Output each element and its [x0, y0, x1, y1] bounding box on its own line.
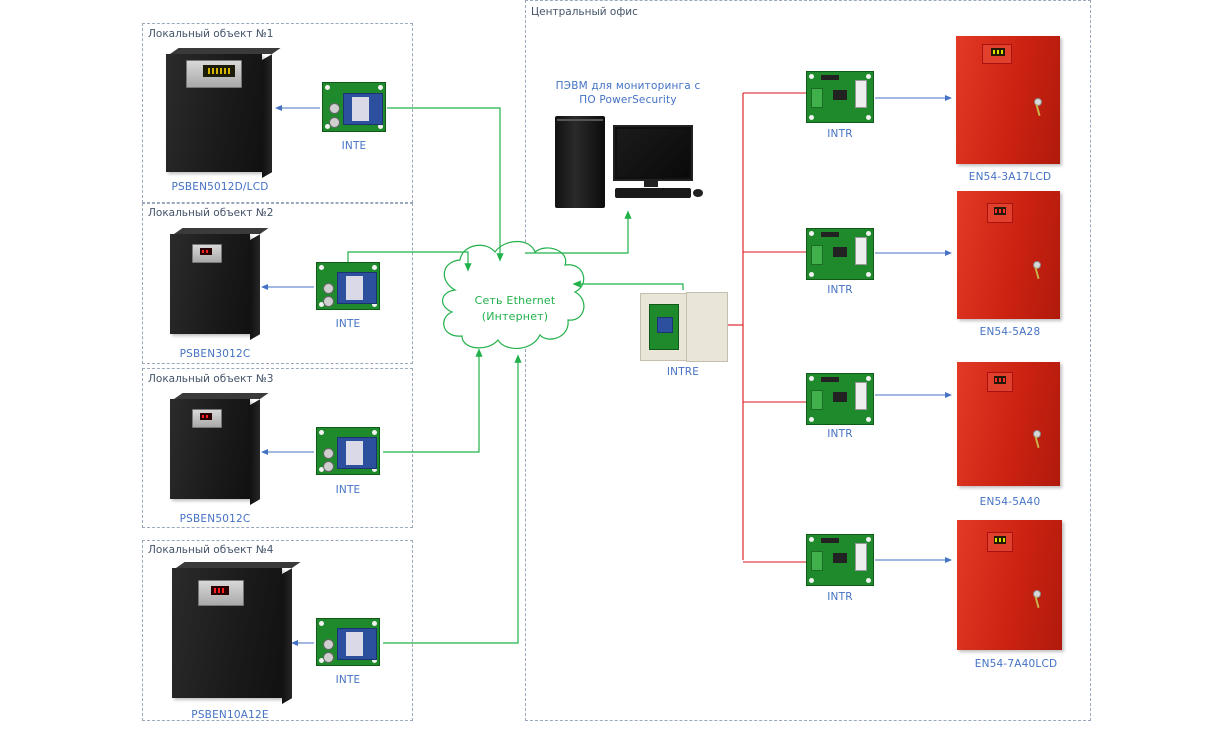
pc-keyboard: [615, 188, 691, 198]
psu-label-object-2: PSBEN3012C: [179, 348, 251, 360]
psu-label-branch-3: EN54-5A40: [979, 496, 1041, 508]
zone-local-object-2: [142, 203, 413, 364]
gateway-label: INTRE: [666, 366, 700, 378]
pc-mouse: [693, 189, 703, 197]
zone-title-local-object-1: Локальный объект №1: [148, 28, 274, 40]
ethernet-line-object-3: [383, 348, 483, 453]
pcb-board-icon[interactable]: [316, 262, 380, 310]
psu-label-object-4: PSBEN10A12E: [191, 709, 269, 721]
black-power-supply-icon[interactable]: [172, 562, 301, 704]
zone-local-object-4: [142, 540, 413, 721]
network-label: Сеть Ethernet (Интернет): [460, 293, 570, 325]
pcb-board-icon[interactable]: [806, 534, 874, 586]
network-label-line1: Сеть Ethernet: [474, 294, 556, 307]
pcb-board-icon[interactable]: [322, 82, 386, 132]
ethernet-line-pc: [525, 210, 632, 254]
pcb-board-icon[interactable]: [806, 228, 874, 280]
psu-label-branch-4: EN54-7A40LCD: [974, 658, 1058, 670]
interface-label-object-2: INTE: [335, 318, 361, 330]
interface-label-object-1: INTE: [341, 140, 367, 152]
intre-lid: [686, 292, 728, 362]
interface-label-object-4: INTE: [335, 674, 361, 686]
red-power-supply-icon[interactable]: [957, 362, 1060, 486]
zone-title-local-object-3: Локальный объект №3: [148, 373, 274, 385]
interface-label-branch-2: INTR: [827, 284, 853, 296]
interface-label-branch-1: INTR: [827, 128, 853, 140]
pcb-board-icon[interactable]: [316, 618, 380, 666]
interface-label-object-3: INTE: [335, 484, 361, 496]
pc-monitor: [613, 125, 693, 181]
pcb-board-icon[interactable]: [806, 373, 874, 425]
interface-label-branch-3: INTR: [827, 428, 853, 440]
ethernet-line-intre: [572, 280, 684, 290]
ethernet-line-object-1: [387, 107, 504, 262]
zone-title-local-object-2: Локальный объект №2: [148, 207, 274, 219]
ethernet-line-object-2: [347, 251, 472, 272]
zone-title-local-object-4: Локальный объект №4: [148, 544, 274, 556]
psu-label-branch-1: EN54-3A17LCD: [968, 171, 1052, 183]
intre-enclosure-icon[interactable]: [640, 293, 687, 361]
pc-label-line2: ПО PowerSecurity: [579, 94, 677, 106]
black-power-supply-icon[interactable]: [170, 393, 269, 505]
zone-local-object-3: [142, 368, 413, 528]
cloud-shape: [442, 240, 585, 349]
psu-label-branch-2: EN54-5A28: [979, 326, 1041, 338]
pc-tower: [555, 116, 605, 208]
zone-title-central-office: Центральный офис: [531, 6, 638, 18]
zone-local-object-1: [142, 23, 413, 203]
monitor-stand: [644, 179, 658, 187]
interface-label-branch-4: INTR: [827, 591, 853, 603]
red-power-supply-icon[interactable]: [957, 191, 1060, 319]
zone-central-office: [525, 0, 1091, 721]
psu-label-object-1: PSBEN5012D/LCD: [171, 181, 269, 193]
pcb-board-icon[interactable]: [316, 427, 380, 475]
pcb-board-icon[interactable]: [806, 71, 874, 123]
black-power-supply-icon[interactable]: [170, 228, 269, 340]
pc-label: ПЭВМ для мониторинга с ПО PowerSecurity: [548, 79, 708, 107]
red-power-supply-icon[interactable]: [957, 520, 1062, 650]
ethernet-line-object-4: [383, 354, 522, 644]
red-power-supply-icon[interactable]: [956, 36, 1060, 164]
network-label-line2: (Интернет): [481, 310, 549, 323]
desktop-computer-icon[interactable]: [555, 116, 705, 211]
psu-label-object-3: PSBEN5012C: [179, 513, 251, 525]
black-power-supply-icon[interactable]: [166, 48, 281, 178]
pc-label-line1: ПЭВМ для мониторинга с: [555, 80, 701, 92]
